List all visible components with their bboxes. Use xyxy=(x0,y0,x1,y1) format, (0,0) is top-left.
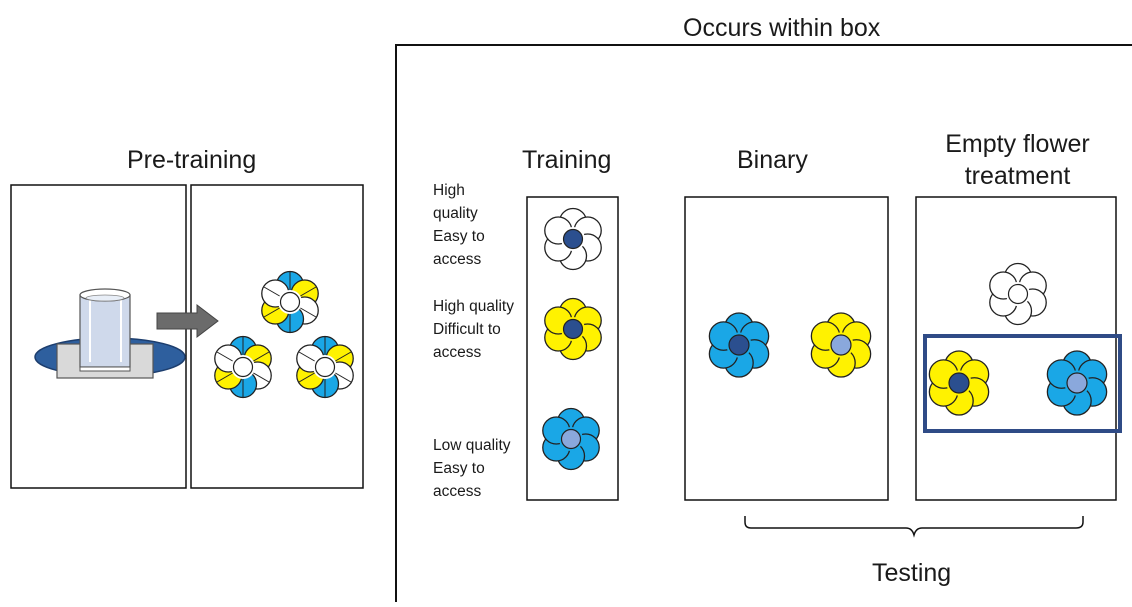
flower-icon xyxy=(989,262,1047,326)
box-title: Occurs within box xyxy=(683,14,881,42)
flower-icon xyxy=(214,335,272,399)
flower-icon xyxy=(542,407,600,471)
flower-icon xyxy=(708,312,770,378)
empty-flower-panel xyxy=(915,196,1117,501)
arrow-right-icon xyxy=(156,303,219,339)
training-row-label: Low quality Easy to access xyxy=(433,437,511,500)
empty-flower-title: Empty flower treatment xyxy=(945,130,1090,190)
flower-icon xyxy=(1046,350,1108,416)
flower-icon xyxy=(296,335,354,399)
feeder-icon xyxy=(34,288,186,379)
training-title: Training xyxy=(522,146,612,174)
binary-panel xyxy=(684,196,889,501)
training-row-label: High quality Easy to access xyxy=(433,182,485,268)
flower-icon xyxy=(810,312,872,378)
highlight-box xyxy=(923,334,1122,433)
training-panel xyxy=(526,196,619,501)
pretraining-panel-right xyxy=(190,184,364,489)
testing-label: Testing xyxy=(872,559,952,587)
box-frame xyxy=(395,44,1132,602)
flower-icon xyxy=(261,270,319,334)
pretraining-panel-left xyxy=(10,184,187,489)
testing-bracket xyxy=(744,516,1084,538)
training-row-label: High quality Difficult to access xyxy=(433,298,514,361)
binary-title: Binary xyxy=(737,146,808,174)
flower-icon xyxy=(544,207,602,271)
pretraining-title: Pre-training xyxy=(127,146,257,174)
flower-icon xyxy=(544,297,602,361)
flower-icon xyxy=(928,350,990,416)
